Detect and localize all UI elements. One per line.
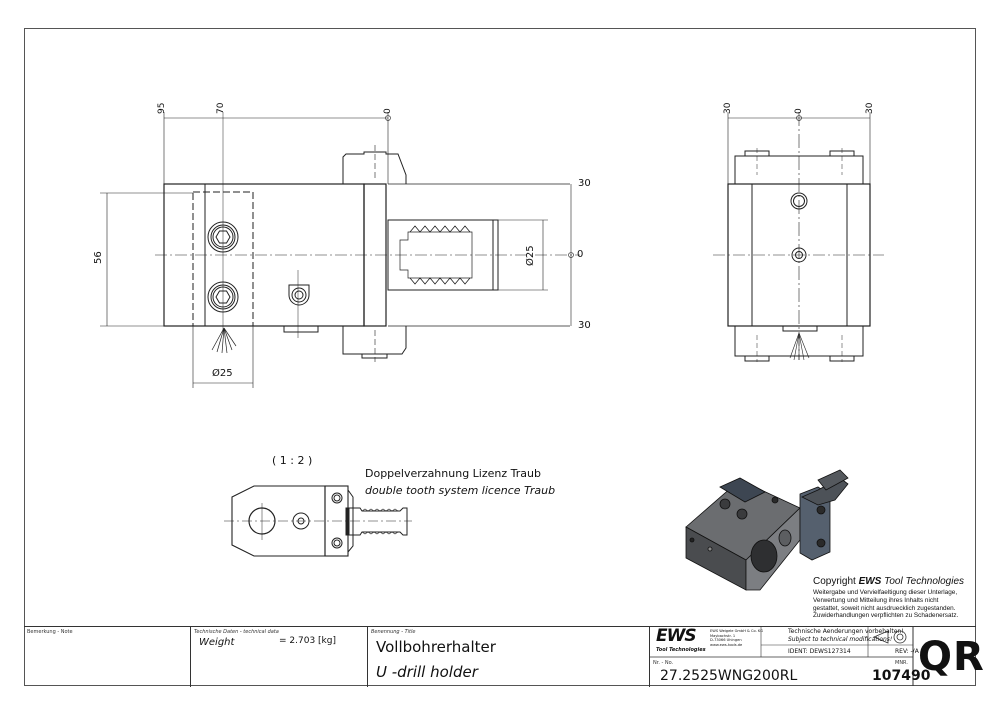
changes-note-de: Technische Aenderungen vorbehalten! bbox=[788, 628, 904, 635]
projection-symbol-icon bbox=[872, 630, 889, 644]
copyright-title: Copyright EWS Tool Technologies bbox=[813, 576, 964, 588]
detail-view bbox=[224, 485, 412, 557]
bottom-clamp bbox=[342, 326, 407, 355]
copyright-line: Weitergabe und Vervielfaeltigung dieser … bbox=[813, 589, 958, 596]
coolant-screw bbox=[288, 284, 310, 306]
note-cell: Bemerkung - Note bbox=[24, 627, 191, 687]
qr-label: QR bbox=[918, 634, 985, 680]
mnr-label: MNR. bbox=[895, 660, 908, 666]
company-line: Maybachstr. 1 bbox=[710, 633, 736, 638]
detail-note-de: Doppelverzahnung Lizenz Traub bbox=[365, 467, 541, 480]
tech-data-cell: Technische Daten - technical data Weight… bbox=[191, 627, 368, 687]
company-address: EWS Weigele GmbH & Co. KG Maybachstr. 1 … bbox=[710, 629, 763, 647]
detail-scale: ( 1 : 2 ) bbox=[272, 454, 313, 467]
title-label: Benennung - Title bbox=[371, 629, 416, 635]
dim-95: 95 bbox=[157, 102, 167, 114]
note-label: Bemerkung - Note bbox=[27, 629, 73, 635]
copyright-text: Weitergabe und Vervielfaeltigung dieser … bbox=[813, 589, 958, 620]
copyright-line: Verwertung und Mitteilung ihres Inhalts … bbox=[813, 596, 939, 604]
side-dimension-lines bbox=[727, 112, 871, 184]
copyright-prefix: Copyright bbox=[813, 576, 859, 587]
top-clamp bbox=[342, 151, 407, 184]
dim-right-mid: 0 bbox=[577, 249, 584, 260]
title-german: Vollbohrerhalter bbox=[376, 638, 496, 656]
side-dim-right: 30 bbox=[865, 102, 875, 114]
company-line: EWS Weigele GmbH & Co. KG bbox=[710, 629, 764, 633]
copyright-line: Zuwiderhandlungen verpflichten zu Schade… bbox=[813, 612, 959, 620]
title-english: U -drill holder bbox=[376, 663, 478, 681]
part-number-label: Nr. - No. bbox=[653, 660, 674, 666]
front-view bbox=[100, 112, 580, 388]
revision: REV: -/A bbox=[895, 648, 919, 655]
changes-note-en: Subject to technical modifications! bbox=[788, 636, 893, 643]
tech-data-label: Technische Daten - technical data bbox=[194, 629, 279, 635]
id-cell: EWS Tool Technologies EWS Weigele GmbH &… bbox=[650, 627, 937, 687]
copyright-suffix: Tool Technologies bbox=[881, 576, 965, 587]
side-dim-left: 30 bbox=[723, 102, 733, 114]
title-cell: Benennung - Title Vollbohrerhalter U -dr… bbox=[368, 627, 650, 687]
title-block: Bemerkung - Note Technische Daten - tech… bbox=[24, 626, 984, 687]
dim-56: 56 bbox=[93, 251, 104, 264]
copyright-brand: EWS bbox=[858, 576, 882, 587]
side-dim-center: 0 bbox=[794, 108, 804, 114]
drawing-frame bbox=[24, 28, 976, 686]
coolant-spray-icon bbox=[789, 332, 810, 361]
part-number: 27.2525WNG200RL bbox=[660, 668, 798, 684]
dim-right-bottom: 30 bbox=[578, 320, 591, 331]
dim-0: 0 bbox=[383, 108, 393, 114]
dim-right-top: 30 bbox=[578, 178, 591, 189]
mnr-number: 107490 bbox=[872, 668, 931, 684]
company-line: D-73066 Uhingen bbox=[710, 638, 742, 643]
coolant-spray-icon bbox=[211, 327, 237, 354]
ews-logo-subtitle: Tool Technologies bbox=[656, 647, 706, 653]
copyright-line: gestattet, soweit nicht ausdruecklich zu… bbox=[813, 604, 956, 612]
ident-number: IDENT: DEWS127314 bbox=[788, 648, 851, 655]
side-view bbox=[713, 112, 884, 362]
isometric-render bbox=[685, 469, 849, 591]
dim-70: 70 bbox=[216, 102, 226, 114]
dim-shank-25: Ø25 bbox=[525, 245, 536, 266]
weight-label: Weight bbox=[199, 637, 235, 648]
ews-logo: EWS bbox=[656, 626, 697, 646]
dimension-lines bbox=[100, 112, 574, 388]
detail-note-en: double tooth system licence Traub bbox=[365, 484, 556, 497]
company-line: www.ews-tools.de bbox=[710, 642, 743, 647]
weight-value: = 2.703 [kg] bbox=[279, 636, 336, 646]
shank bbox=[387, 219, 499, 291]
dim-bore-25: Ø25 bbox=[212, 368, 233, 379]
title-block-grid bbox=[650, 626, 914, 686]
